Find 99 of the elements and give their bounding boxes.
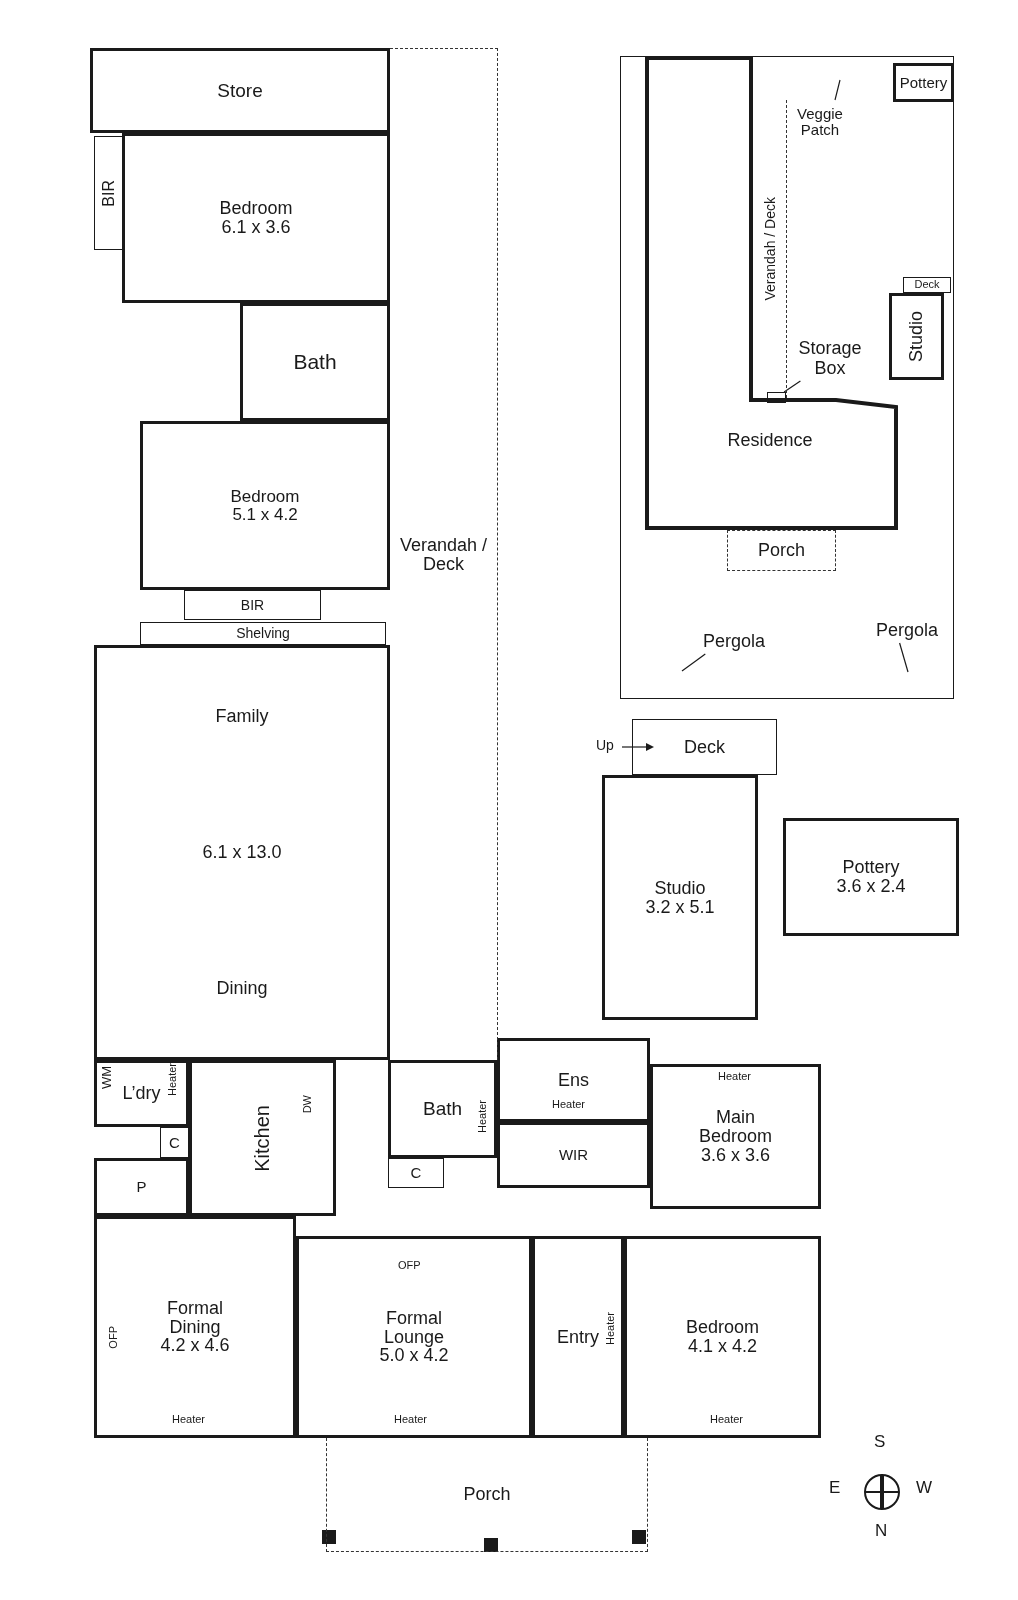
stair-direction-label: Up <box>596 738 614 752</box>
area-label: Storage Box <box>793 337 867 381</box>
room-label: Bedroom <box>219 199 293 218</box>
room <box>94 1216 296 1438</box>
room-label: P <box>136 1179 147 1195</box>
room-label: WIR <box>558 1147 589 1163</box>
deck <box>632 719 777 775</box>
porch-area <box>326 1438 648 1552</box>
room <box>240 303 390 421</box>
closet-label: BIR <box>240 597 265 613</box>
room <box>624 1236 821 1438</box>
room-label: Verandah / Deck <box>398 535 489 574</box>
room-label: Deck <box>684 737 725 757</box>
room-label: Kitchen <box>252 1104 273 1172</box>
room-label: L’dry <box>122 1084 161 1103</box>
room-dimensions: 6.1 x 3.6 <box>221 218 291 237</box>
room-label: Bath <box>293 350 337 373</box>
room-label: Deck <box>914 279 940 291</box>
fixture-label: OFP <box>108 1326 119 1349</box>
room <box>388 1158 444 1188</box>
room <box>160 1127 189 1158</box>
area-label: Veggie Patch <box>795 100 845 144</box>
verandah-area <box>390 48 498 1060</box>
room <box>94 1060 189 1127</box>
room-dimensions: 5.1 x 4.2 <box>232 505 298 524</box>
room-label: Bedroom <box>685 1318 759 1337</box>
fixture-label: Heater <box>167 1063 178 1097</box>
room-label: C <box>410 1165 422 1181</box>
room-label: Family <box>215 706 269 726</box>
room <box>645 56 898 530</box>
room-label: Entry <box>557 1327 599 1347</box>
room <box>783 818 959 936</box>
deck <box>903 277 951 293</box>
room <box>94 645 390 1060</box>
room-label: Bedroom <box>230 487 300 506</box>
porch-area <box>727 530 836 571</box>
closet-label: BIR <box>100 179 118 207</box>
fixture-label: WM <box>100 1066 113 1090</box>
room-label: Studio <box>907 310 926 362</box>
fixture-label: Heater <box>710 1414 744 1425</box>
compass-label: W <box>916 1479 933 1496</box>
room <box>497 1038 650 1122</box>
compass-label: E <box>829 1479 841 1496</box>
fixture-label: Heater <box>552 1099 586 1110</box>
leader-line <box>783 380 801 393</box>
room <box>388 1060 497 1158</box>
room-label: Ens <box>558 1070 589 1090</box>
room-label: Studio <box>654 878 706 898</box>
fixture-label: Heater <box>394 1414 428 1425</box>
room-label: Formal Lounge <box>382 1308 446 1347</box>
room-label: Bath <box>422 1099 463 1119</box>
room-label: Dining <box>216 979 268 999</box>
room <box>94 136 124 250</box>
room <box>497 1122 650 1188</box>
shelving-label: Shelving <box>236 626 290 641</box>
room-dimensions: 5.0 x 4.2 <box>379 1346 449 1366</box>
room <box>602 775 758 1020</box>
room-dimensions: 6.1 x 13.0 <box>202 843 282 862</box>
room <box>122 133 390 303</box>
room-dimensions: 4.1 x 4.2 <box>687 1337 757 1356</box>
room-label: C <box>169 1134 180 1151</box>
room-label: Pottery <box>842 858 900 877</box>
fixture-label: DW <box>302 1095 313 1114</box>
room-label: Residence <box>726 431 814 450</box>
room-dimensions: 3.2 x 5.1 <box>645 897 715 917</box>
area-label: Pergola <box>693 630 775 654</box>
room-label: Porch <box>463 1485 511 1504</box>
room-label: Pottery <box>899 74 948 91</box>
room-label: Verandah / Deck <box>763 197 778 301</box>
room <box>184 590 321 620</box>
area-label: Pergola <box>870 619 944 643</box>
compass-label: N <box>875 1522 888 1539</box>
fixture-label: Heater <box>718 1071 752 1082</box>
storage-box <box>767 392 786 403</box>
fixture-label: Heater <box>477 1100 488 1134</box>
fixture-label: OFP <box>398 1260 421 1271</box>
room <box>140 622 386 645</box>
room <box>94 1158 189 1216</box>
room <box>893 63 954 102</box>
leader-line <box>834 79 841 101</box>
room <box>650 1064 821 1209</box>
room <box>532 1236 624 1438</box>
room-label: Formal Dining <box>166 1298 224 1337</box>
leader-line <box>899 642 909 673</box>
room <box>189 1060 336 1216</box>
room-label: Store <box>217 80 263 101</box>
room <box>140 421 390 590</box>
fixture-label: Heater <box>172 1414 206 1425</box>
room <box>90 48 390 133</box>
room-label: Main Bedroom <box>697 1108 773 1146</box>
room-dimensions: 3.6 x 3.6 <box>700 1145 770 1165</box>
compass-label: S <box>874 1433 886 1450</box>
leader-line <box>681 653 706 672</box>
room-label: Porch <box>758 541 805 560</box>
room-dimensions: 4.2 x 4.6 <box>160 1336 230 1356</box>
fixture-label: Heater <box>605 1312 616 1346</box>
room <box>889 293 944 380</box>
room <box>296 1236 532 1438</box>
room-dimensions: 3.6 x 2.4 <box>836 877 906 896</box>
